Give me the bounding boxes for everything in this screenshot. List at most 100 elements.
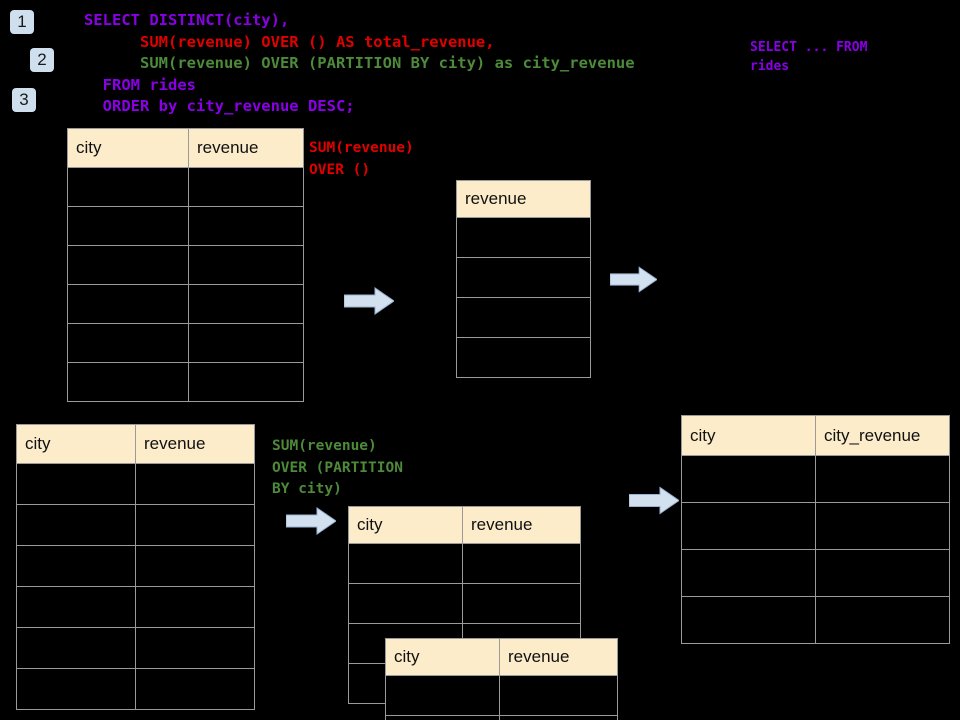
arrow-shape-icon (610, 266, 657, 293)
table-cell-city (16, 545, 136, 587)
table-row (67, 167, 304, 207)
table-row (385, 675, 618, 716)
table-cell-city_revenue (815, 596, 950, 644)
arrow-shape-icon (286, 507, 336, 535)
sql-line-4: FROM rides (84, 75, 196, 94)
step-badge-3: 3 (12, 88, 36, 112)
table-total-revenue: revenue (456, 180, 591, 378)
column-header-city_revenue: city_revenue (815, 415, 950, 456)
table-row (16, 463, 255, 505)
table-cell-city (67, 206, 189, 246)
table-cell-revenue (462, 543, 581, 584)
sql-line-1: SELECT DISTINCT(city), (84, 11, 290, 29)
table-cell-city_revenue (815, 455, 950, 503)
step-badge-1: 1 (10, 10, 34, 34)
column-header-revenue: revenue (456, 180, 591, 218)
sql-line-5: ORDER by city_revenue DESC; (84, 97, 355, 115)
table-row (67, 362, 304, 402)
table-cell-city (348, 543, 463, 584)
table-row (16, 504, 255, 546)
table-cell-city (681, 596, 816, 644)
table-cell-city (16, 668, 136, 710)
table-row (348, 543, 581, 584)
table-cell-city (16, 627, 136, 669)
table-row (385, 715, 618, 720)
table-cell-revenue (499, 675, 618, 716)
column-header-city: city (348, 506, 463, 544)
table-cell-city (681, 502, 816, 550)
table-cell-revenue (499, 715, 618, 720)
table-row (456, 297, 591, 338)
table-cell-revenue (135, 586, 255, 628)
arrow-partition-to-result (629, 486, 679, 515)
table-row (67, 245, 304, 285)
table-cell-revenue (135, 463, 255, 505)
column-header-city: city (67, 128, 189, 168)
table-cell-city_revenue (815, 502, 950, 550)
annot-total-revenue: SUM(revenue) OVER () (309, 140, 414, 178)
table-cell-revenue (135, 504, 255, 546)
column-header-revenue: revenue (499, 638, 618, 676)
table-row (456, 337, 591, 378)
table-cell-city (385, 715, 500, 720)
table-cell-revenue (188, 323, 304, 363)
table-cell-city (348, 583, 463, 624)
table-cell-city (16, 586, 136, 628)
table-row (67, 206, 304, 246)
column-header-city: city (681, 415, 816, 456)
table-cell-revenue (456, 217, 591, 258)
arrow-total-to-result (610, 266, 657, 293)
step-badge-2: 2 (30, 48, 54, 72)
table-row (456, 217, 591, 258)
table-cell-revenue (456, 257, 591, 298)
column-header-city: city (385, 638, 500, 676)
sql-query-block: SELECT DISTINCT(city), SUM(revenue) OVER… (84, 10, 635, 118)
table-cell-revenue (188, 167, 304, 207)
table-cell-revenue (135, 545, 255, 587)
table-row (348, 583, 581, 624)
sql-line-3: SUM(revenue) OVER (PARTITION BY city) as… (84, 54, 635, 72)
table-row (16, 545, 255, 587)
table-cell-city (681, 455, 816, 503)
table-cell-revenue (462, 583, 581, 624)
table-header-row: revenue (456, 180, 591, 218)
table-cell-revenue (456, 297, 591, 338)
table-row (16, 627, 255, 669)
annot-city-revenue: SUM(revenue) OVER (PARTITION BY city) (272, 438, 403, 497)
table-cell-city (67, 323, 189, 363)
sql-line-2: SUM(revenue) OVER () AS total_revenue, (84, 32, 495, 51)
table-cell-city (385, 675, 500, 716)
arrow-source-to-partition (286, 507, 336, 535)
table-cell-city (16, 504, 136, 546)
table-cell-revenue (135, 627, 255, 669)
table-cell-revenue (188, 284, 304, 324)
table-row (681, 549, 950, 597)
table-cell-revenue (135, 668, 255, 710)
arrow-source-to-total (344, 287, 394, 315)
table-row (681, 502, 950, 550)
table-cell-city (67, 362, 189, 402)
table-cell-city (67, 167, 189, 207)
table-row (16, 586, 255, 628)
table-row (456, 257, 591, 298)
table-cell-city (681, 549, 816, 597)
table-cell-revenue (456, 337, 591, 378)
column-header-revenue: revenue (462, 506, 581, 544)
table-cell-city (67, 245, 189, 285)
column-header-city: city (16, 424, 136, 464)
table-cell-revenue (188, 362, 304, 402)
table-cell-city (16, 463, 136, 505)
column-header-revenue: revenue (135, 424, 255, 464)
table-cell-city_revenue (815, 549, 950, 597)
arrow-shape-icon (344, 287, 394, 315)
table-cell-revenue (188, 245, 304, 285)
